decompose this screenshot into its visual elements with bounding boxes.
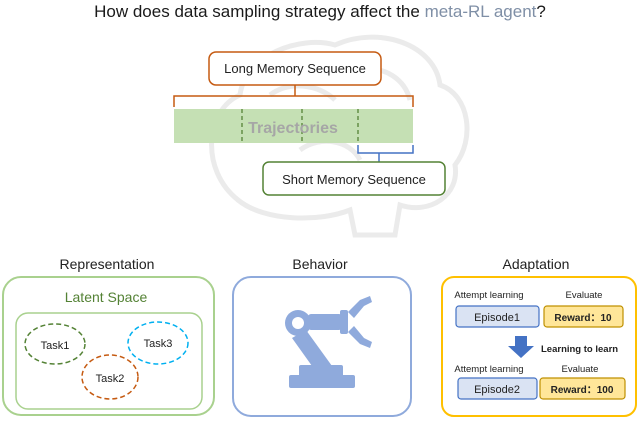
task1-label: Task1 [41,340,70,352]
trajectories-label: Trajectories [248,120,338,137]
task2-label: Task2 [96,373,125,385]
robot-arm-icon [285,296,372,388]
episode1-box [455,305,540,328]
short-memory-sequence-label: Short Memory Sequence [282,172,426,187]
representation-heading: Representation [60,256,155,272]
long-memory-sequence-label: Long Memory Sequence [224,61,366,76]
episode1-label: Episode1 [474,312,520,324]
reward1-box [543,305,624,328]
learning-to-learn-label: Learning to learn [541,344,618,355]
behavior-heading: Behavior [292,256,348,272]
short-bracket [357,145,414,154]
episode2-label: Episode2 [474,384,520,396]
task3-label: Task3 [144,338,173,350]
evaluate-caption: Evaluate [566,290,603,301]
reward2-label: Reward：100 [551,385,614,396]
latent-space-box [15,312,203,410]
behavior-panel [232,276,412,417]
task1-ellipse [24,323,86,365]
page-title: How does data sampling strategy affect t… [94,2,546,21]
task3-ellipse [127,321,189,365]
evaluate-caption: Evaluate [562,364,599,375]
episode2-box [457,377,538,400]
long-bracket [173,95,414,107]
reward2-box [539,377,626,400]
latent-space-label: Latent Space [65,289,148,305]
trajectories-bar [174,109,413,143]
attempt-learning-caption: Attempt learning [454,364,523,375]
task2-ellipse [81,354,139,400]
short-memory-sequence-box [262,161,446,196]
adaptation-heading: Adaptation [503,256,570,272]
reward1-label: Reward：10 [554,313,612,324]
down-arrow-icon [508,336,534,358]
attempt-learning-caption: Attempt learning [454,290,523,301]
